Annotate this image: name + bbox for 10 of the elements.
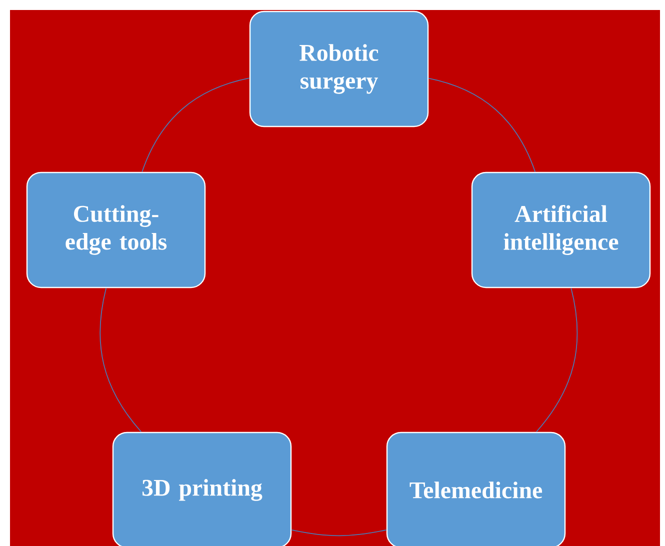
- process-box: Telemedicine: [386, 432, 566, 546]
- process-box: 3D printing: [112, 432, 292, 546]
- process-box: Robotic surgery: [249, 10, 429, 128]
- connector-arc: [291, 529, 387, 536]
- connector-arc: [428, 78, 536, 172]
- connector-arc: [142, 78, 250, 172]
- process-box: Cutting-edge tools: [26, 172, 206, 288]
- connector-arc: [100, 288, 142, 432]
- connector-arc: [536, 288, 578, 432]
- process-box: Artificial intelligence: [471, 172, 651, 288]
